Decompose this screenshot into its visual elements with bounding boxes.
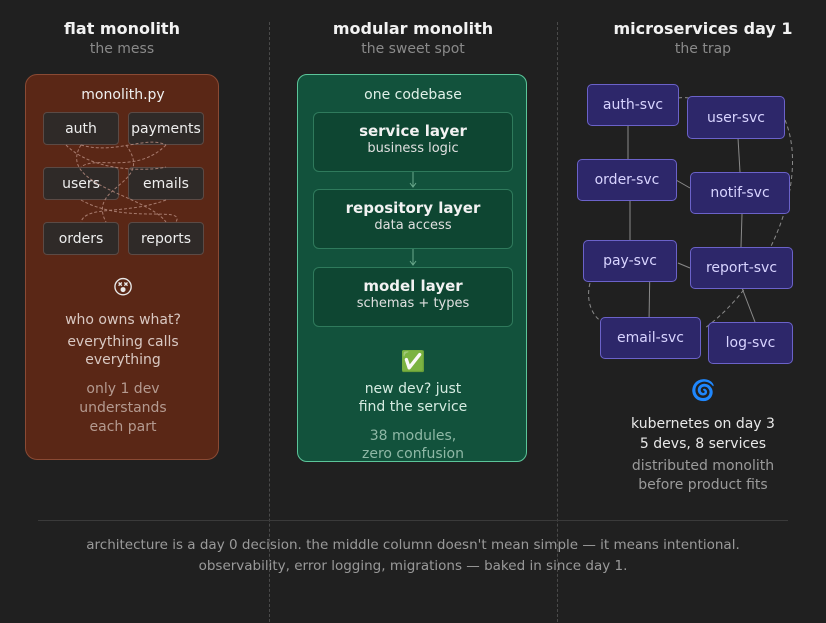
layer-arrows (409, 172, 417, 266)
dizzy-face-icon: 😵 (112, 275, 134, 299)
model-layer-desc: schemas + types (356, 296, 470, 311)
service-log: log-svc (708, 322, 793, 364)
monolith-muted-1: only 1 dev (86, 381, 160, 397)
col2-title: modular monolith (332, 19, 494, 38)
footer-line-2: observability, error logging, migrations… (198, 558, 628, 574)
module-payments: payments (128, 112, 204, 145)
service-order: order-svc (577, 159, 677, 201)
module-users: users (43, 167, 119, 200)
monolith-line-1: who owns what? (65, 312, 181, 328)
monolith-line-2: everything calls (67, 334, 179, 350)
modular-panel: one codebase service layer business logi… (297, 74, 527, 462)
monolith-panel-title: monolith.py (81, 87, 165, 103)
module-auth: auth (43, 112, 119, 145)
col3-subtitle: the trap (674, 41, 732, 57)
col1-subtitle: the mess (89, 41, 155, 57)
repository-layer-desc: data access (374, 218, 452, 233)
col1-title: flat monolith (64, 19, 180, 38)
tangled-dependency-lines (65, 141, 178, 223)
cyclone-icon: 🌀 (690, 378, 716, 402)
repository-layer-box: repository layer data access (313, 189, 513, 249)
micro-muted-2: before product fits (638, 477, 768, 493)
repository-layer-title: repository layer (345, 199, 481, 217)
monolith-panel: monolith.py auth payments users emails o… (25, 74, 219, 460)
modular-panel-title: one codebase (364, 87, 462, 103)
micro-line-1: kubernetes on day 3 (631, 416, 775, 432)
modular-line-1: new dev? just (364, 381, 462, 397)
service-auth: auth-svc (587, 84, 679, 126)
service-layer-box: service layer business logic (313, 112, 513, 172)
modular-line-2: find the service (358, 399, 468, 415)
footer-divider (38, 520, 788, 521)
service-pay: pay-svc (583, 240, 677, 282)
service-report: report-svc (690, 247, 793, 289)
service-user: user-svc (687, 96, 785, 139)
service-layer-desc: business logic (367, 141, 459, 156)
monolith-muted-3: each part (89, 419, 157, 435)
micro-line-2: 5 devs, 8 services (639, 436, 767, 452)
service-notif: notif-svc (690, 172, 790, 214)
service-email: email-svc (600, 317, 701, 359)
footer-line-1: architecture is a day 0 decision. the mi… (86, 537, 740, 553)
column-divider-left (269, 22, 270, 622)
modular-muted-1: 38 modules, (369, 428, 457, 444)
check-mark-icon: ✅ (400, 349, 426, 373)
col3-title: microservices day 1 (613, 19, 793, 38)
micro-muted-1: distributed monolith (631, 458, 775, 474)
col2-subtitle: the sweet spot (361, 41, 465, 57)
modular-muted-2: zero confusion (362, 446, 464, 462)
model-layer-title: model layer (363, 277, 463, 295)
service-layer-title: service layer (359, 122, 467, 140)
monolith-line-3: everything (85, 352, 161, 368)
module-orders: orders (43, 222, 119, 255)
column-divider-right (557, 22, 558, 622)
monolith-muted-2: understands (79, 400, 167, 416)
model-layer-box: model layer schemas + types (313, 267, 513, 327)
module-reports: reports (128, 222, 204, 255)
